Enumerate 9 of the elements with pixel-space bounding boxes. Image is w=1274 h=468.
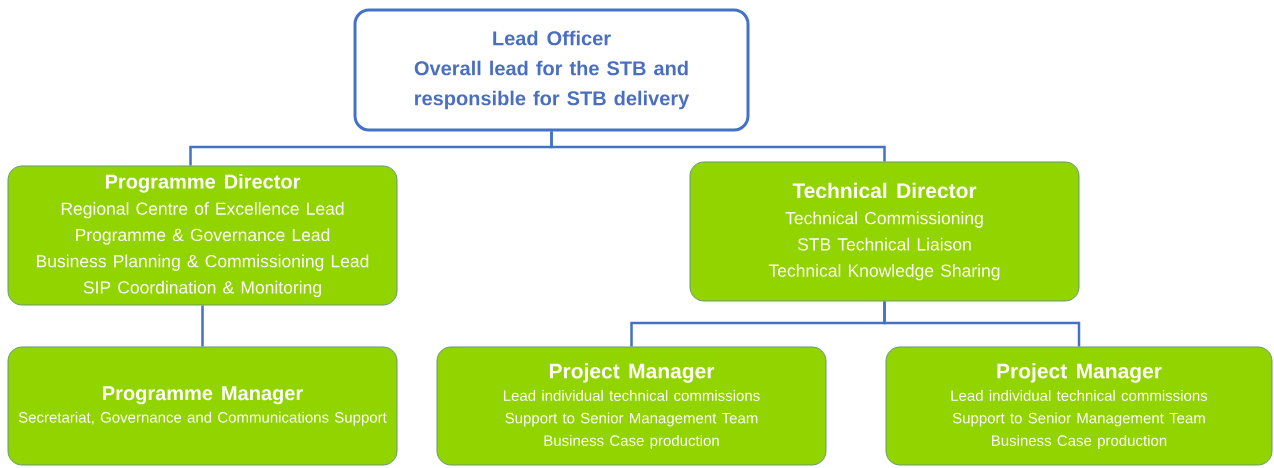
role-box: Project Manager Lead individual technical commissions Support to Senior Management Team Business Case production xyxy=(885,346,1273,466)
lead-box: Lead Officer Overall lead for the STB and responsible for STB delivery xyxy=(353,8,750,132)
connector-line xyxy=(883,301,1081,347)
connector-line xyxy=(201,305,204,347)
role-box: Technical Director Technical Commissioning STB Technical Liaison Technical Knowledge Sharing xyxy=(689,161,1080,302)
role-box: Programme Director Regional Centre of Excellence Lead Programme & Governance Lead Business Planning & Commissioning Lead SIP Coordination & Monitoring xyxy=(7,165,398,306)
role-box: Programme Manager Secretariat, Governance and Communications Support xyxy=(7,346,398,466)
role-box: Project Manager Lead individual technical commissions Support to Senior Management Team Business Case production xyxy=(436,346,827,466)
connector-line xyxy=(550,131,886,162)
